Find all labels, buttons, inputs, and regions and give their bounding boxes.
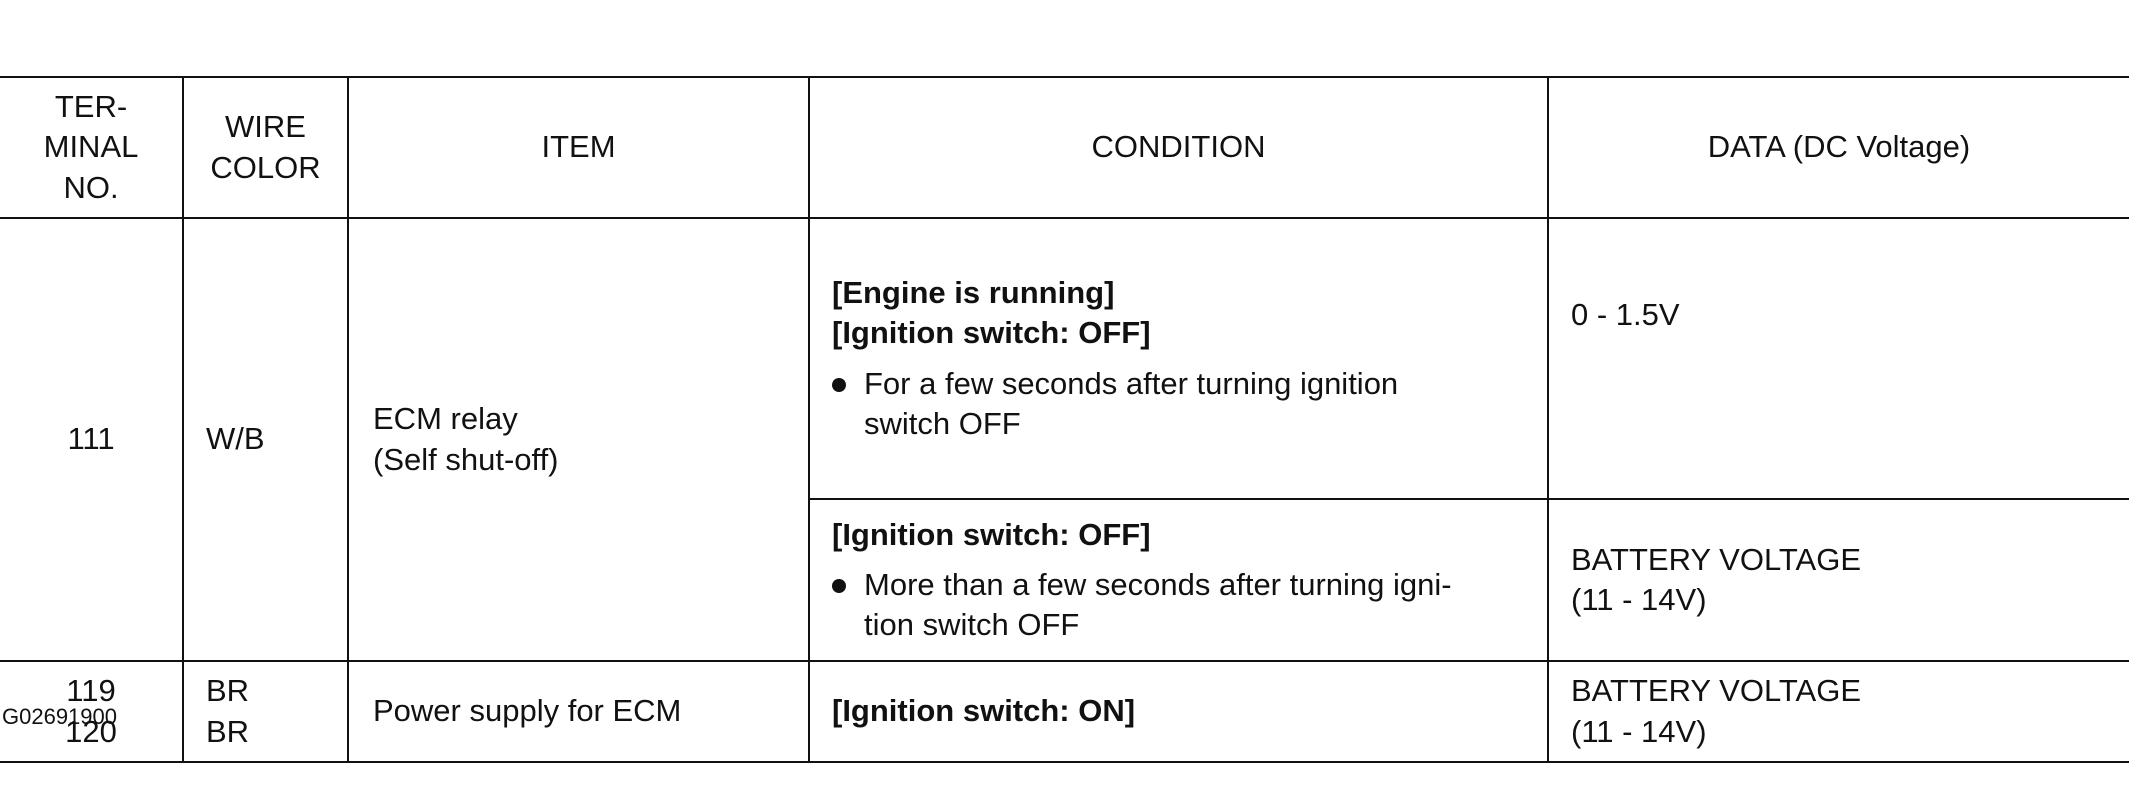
data-cell: BATTERY VOLTAGE (11 - 14V) — [1547, 498, 2129, 661]
condition-heading: [Ignition switch: OFF] — [832, 315, 1151, 351]
condition-heading: [Ignition switch: OFF] — [832, 516, 1151, 552]
bullet-dot-icon — [832, 377, 846, 392]
item-cell: ECM relay (Self shut-off) — [347, 218, 809, 661]
header-data: DATA (DC Voltage) — [1547, 76, 2129, 219]
condition-cell: [Ignition switch: ON] — [808, 660, 1548, 763]
condition-bullet: More than a few seconds after turning ig… — [832, 565, 1527, 646]
item-cell: Power supply for ECM — [347, 660, 809, 763]
condition-cell: [Engine is running] [Ignition switch: OF… — [808, 218, 1548, 499]
terminal-cell: 111 — [67, 421, 115, 457]
header-wire-color: WIRE COLOR — [182, 76, 348, 219]
header-terminal-no: TER- MINAL NO. — [0, 76, 183, 219]
table-row: 119 120 BR BR Power supply for ECM [Igni… — [0, 660, 2129, 763]
data-cell: 0 - 1.5V — [1547, 218, 2129, 499]
table-row: [Ignition switch: OFF] More than a few s… — [0, 498, 2129, 661]
wire-color-cell: BR BR — [182, 660, 348, 763]
header-row: TER- MINAL NO. WIRE COLOR ITEM CONDITION… — [0, 76, 2129, 219]
condition-bullet: For a few seconds after turning ignition… — [832, 364, 1527, 445]
condition-cell: [Ignition switch: OFF] More than a few s… — [808, 498, 1548, 661]
header-item: ITEM — [347, 76, 809, 219]
data-cell: BATTERY VOLTAGE (11 - 14V) — [1547, 660, 2129, 763]
condition-heading: [Ignition switch: ON] — [832, 693, 1136, 729]
table-row: 111 W/B ECM relay (Self shut-off) [Engin… — [0, 218, 2129, 661]
terminal-data-table: TER- MINAL NO. WIRE COLOR ITEM CONDITION… — [0, 76, 2129, 763]
condition-heading: [Engine is running] — [832, 274, 1115, 310]
figure-code: G02691900 — [2, 704, 117, 729]
wire-color-cell: W/B — [182, 218, 348, 661]
terminal-cell: 119 120 — [0, 660, 183, 763]
header-condition: CONDITION — [808, 76, 1548, 219]
bullet-dot-icon — [832, 578, 846, 593]
